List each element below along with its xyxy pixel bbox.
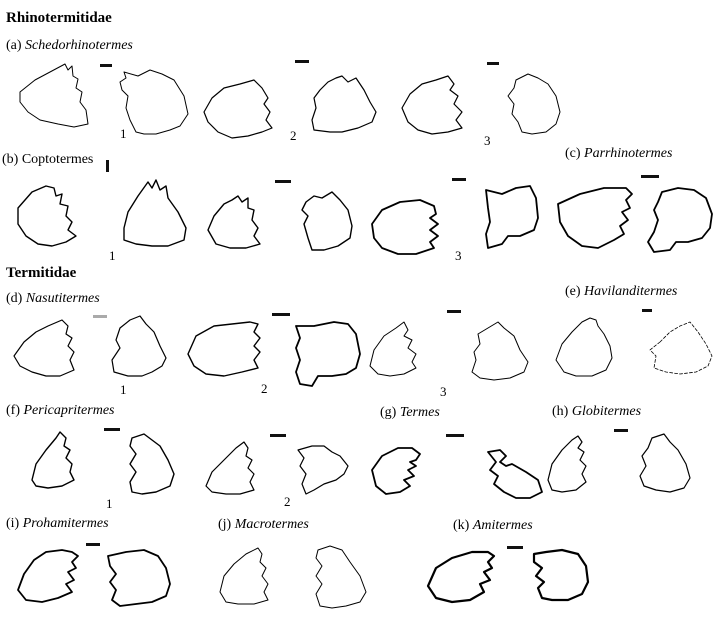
mandible-outline	[6, 538, 96, 618]
mandible-outline	[392, 62, 482, 142]
mandible-outline	[196, 64, 286, 144]
mandible-outline	[20, 424, 110, 504]
specimen-number: 3	[484, 133, 491, 149]
mandible-outline	[552, 178, 652, 268]
mandible-outline	[6, 302, 96, 392]
mandible-outline	[6, 170, 96, 260]
family-heading-rhinotermitidae: Rhinotermitidae	[6, 10, 112, 27]
panel-label-g: (g) Termes	[380, 405, 440, 421]
mandible-outline	[474, 174, 564, 264]
panel-label-j: (j) Macrotermes	[218, 517, 309, 533]
mandible-outline	[284, 432, 374, 512]
mandible-outline	[100, 306, 190, 396]
mandible-outline	[10, 52, 100, 132]
mandible-outline	[540, 424, 630, 514]
mandible-outline	[210, 536, 300, 616]
family-heading-termitidae: Termitidae	[6, 265, 76, 282]
mandible-outline	[360, 306, 450, 396]
mandible-outline	[116, 424, 206, 504]
mandible-outline	[548, 304, 638, 394]
mandible-outline	[364, 184, 464, 274]
mandible-outline	[196, 430, 286, 510]
specimen-number: 2	[290, 128, 297, 144]
panel-label-h: (h) Globitermes	[552, 404, 641, 420]
panel-label-k: (k) Amitermes	[453, 518, 533, 534]
panel-label-i: (i) Prohamitermes	[6, 516, 109, 532]
mandible-outline	[300, 60, 390, 140]
mandible-outline	[492, 62, 582, 142]
mandible-outline	[302, 536, 392, 616]
mandible-outline	[110, 60, 200, 140]
mandible-outline	[198, 176, 288, 266]
panel-label-c: (c) Parrhinotermes	[565, 146, 672, 162]
mandible-outline	[640, 310, 723, 400]
panel-label-f: (f) Pericapritermes	[6, 403, 114, 419]
mandible-outline	[96, 540, 186, 620]
mandible-outline	[108, 168, 198, 258]
mandible-outline	[520, 540, 610, 620]
panel-label-b: (b) Coptotermes	[2, 152, 93, 168]
mandible-outline	[180, 306, 280, 396]
panel-label-e: (e) Havilanditermes	[565, 284, 677, 300]
mandible-outline	[462, 310, 552, 400]
mandible-outline	[640, 176, 723, 266]
mandible-outline	[418, 540, 518, 620]
mandible-outline	[630, 424, 720, 514]
scale-bar	[452, 178, 466, 181]
mandible-outline	[364, 436, 454, 516]
